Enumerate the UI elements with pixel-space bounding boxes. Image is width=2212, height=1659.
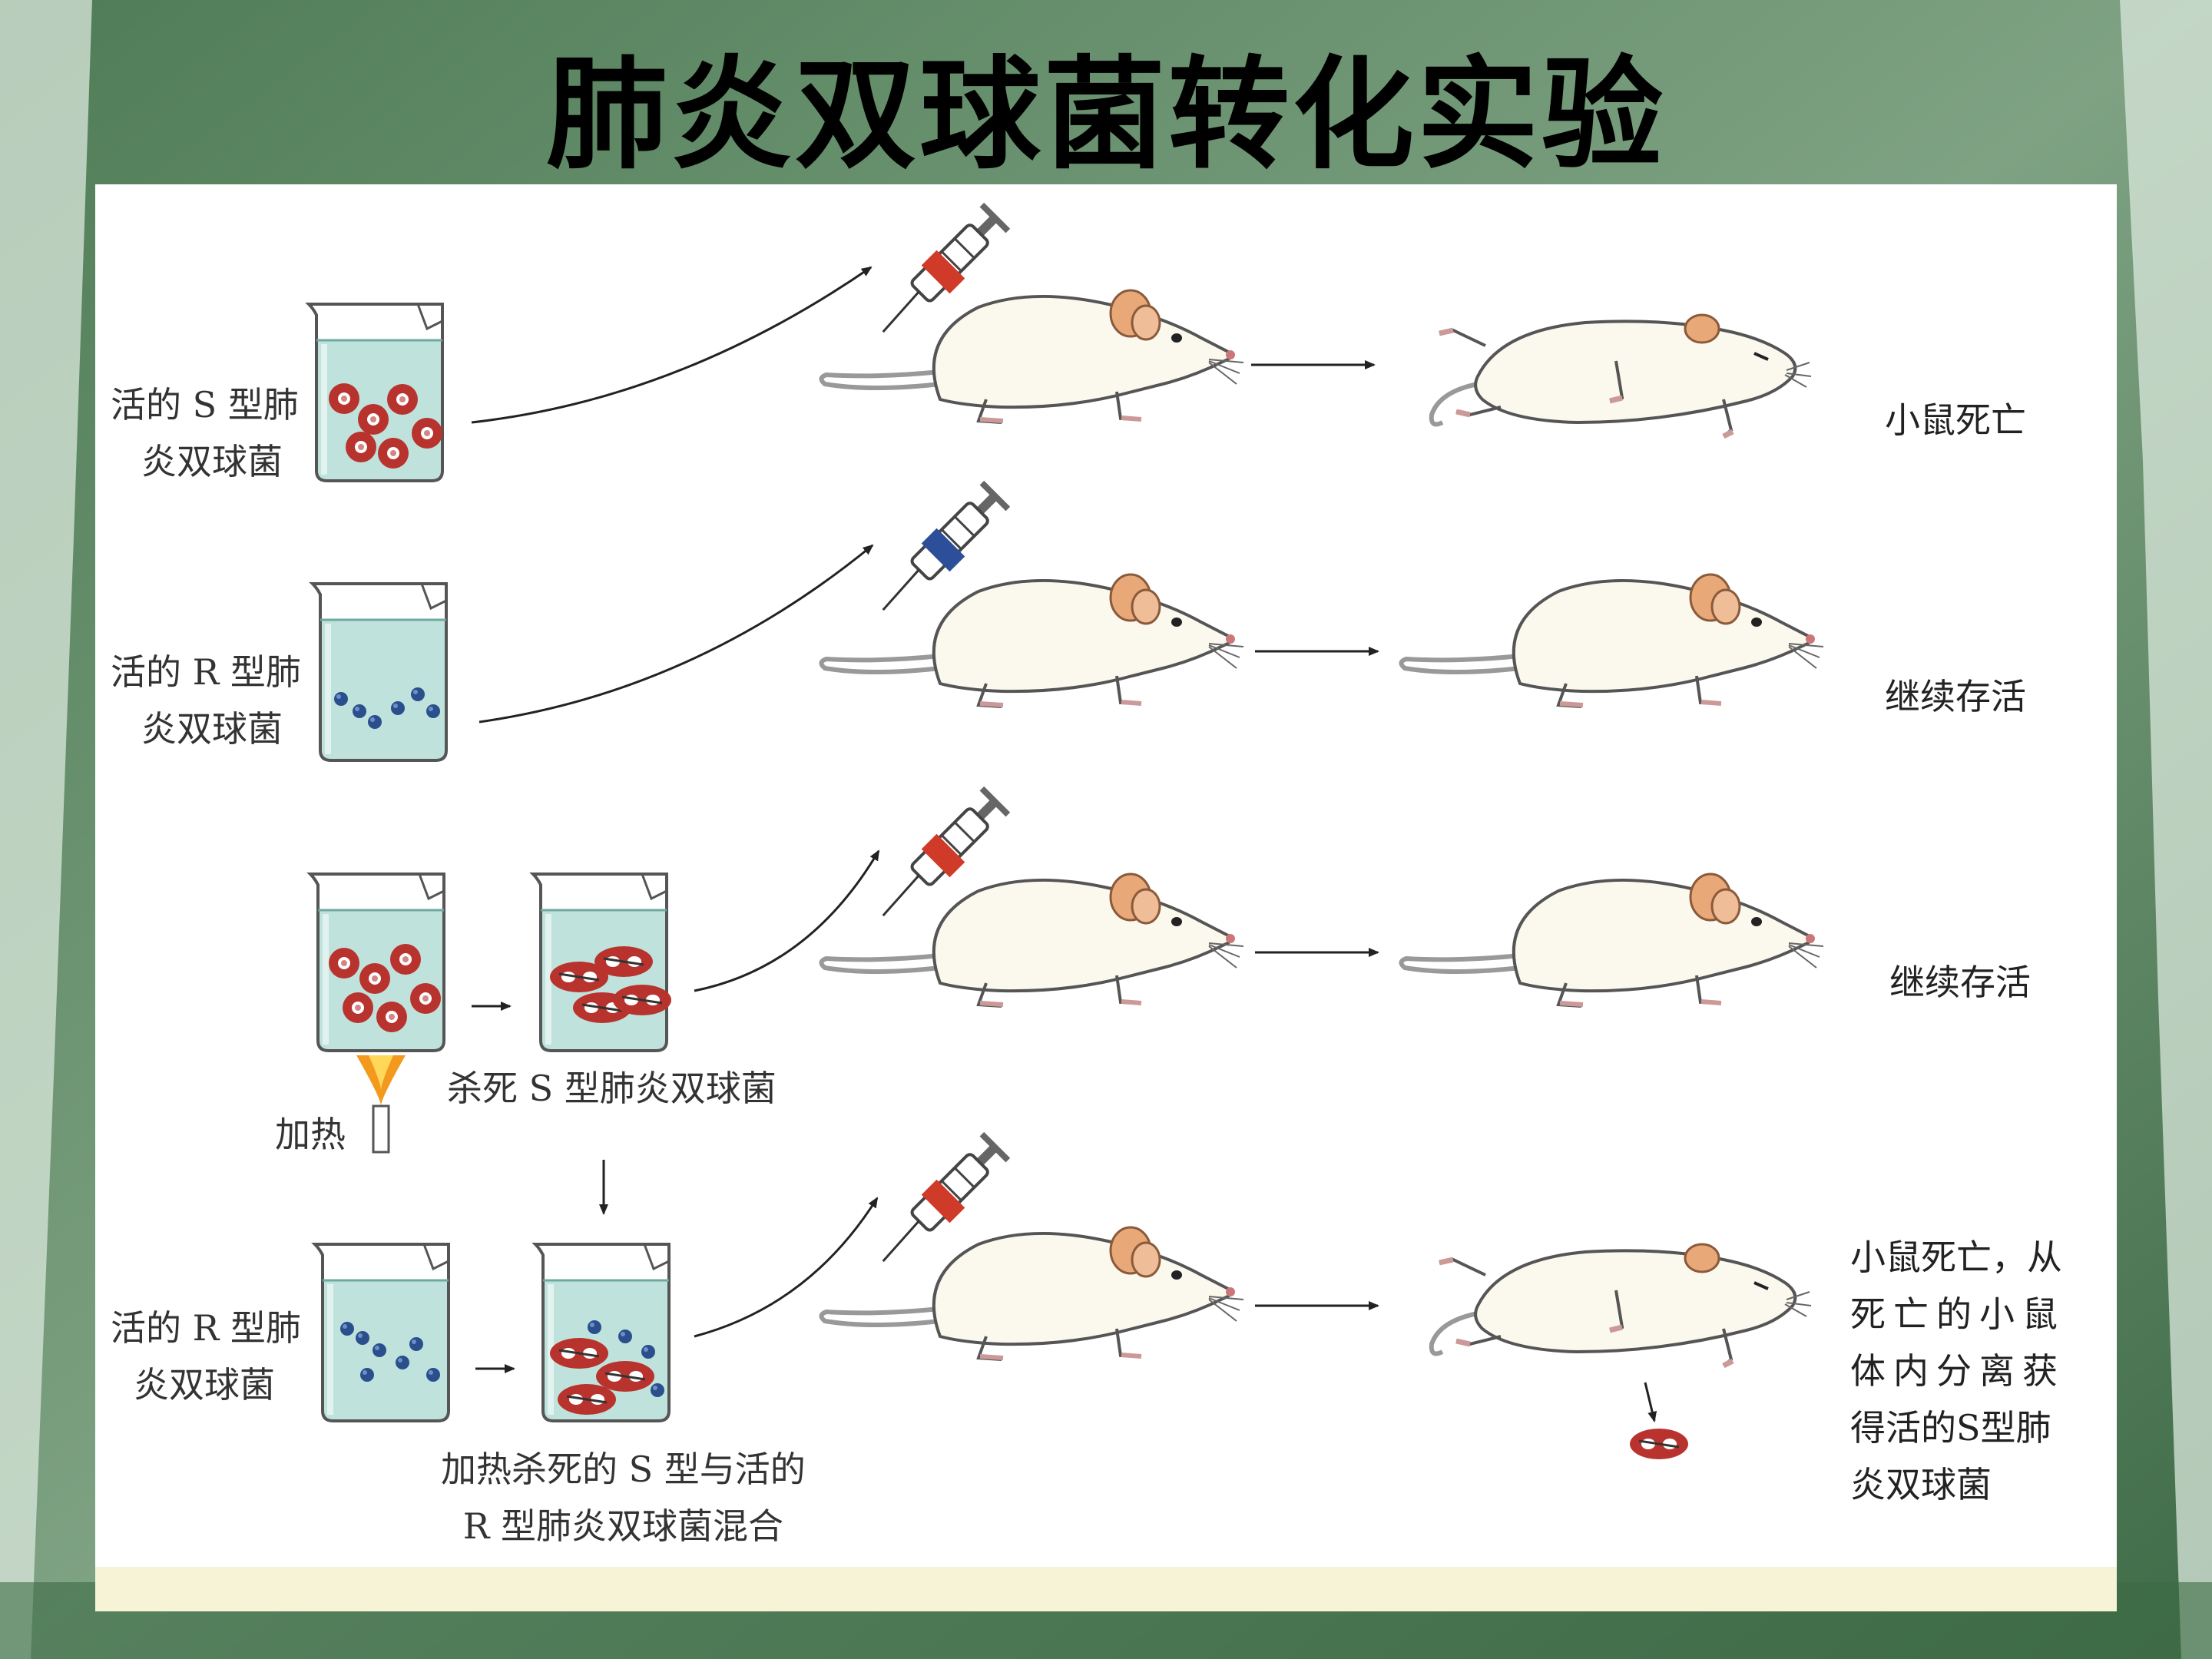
label-mixture: 加热杀死的 S 型与活的 R 型肺炎双球菌混合 (441, 1449, 806, 1547)
arrow-isolate (1644, 1382, 1657, 1422)
mouse-injected (821, 290, 1243, 422)
label-live-r-mix: 活的 R 型肺 炎双球菌 (111, 1307, 301, 1406)
mouse-injected (821, 1227, 1243, 1359)
dead-mouse (1432, 315, 1811, 436)
label-kill-s: 杀死 S 型肺炎双球菌 (447, 1068, 777, 1109)
mouse-alive (1401, 874, 1823, 1006)
result-row-3: 继续存活 (1889, 962, 2031, 1003)
row-1-live-s (307, 200, 1811, 482)
slide-title: 肺炎双球菌转化实验 (546, 45, 1666, 186)
row-2-live-r (311, 478, 1823, 762)
result-row-4: 小鼠死亡，从 死亡的小鼠 体内分离获 得活的S型肺 炎双球菌 (1850, 1237, 2065, 1505)
beaker-live-s (307, 303, 444, 482)
label-heat: 加热 (275, 1114, 346, 1155)
mouse-injected (821, 575, 1243, 707)
label-live-s: 活的 S 型肺 炎双球菌 (111, 384, 299, 482)
mouse-injected (821, 874, 1243, 1006)
arrow-to-syringe (471, 266, 873, 424)
arrow-to-syringe (694, 1197, 879, 1338)
beaker-live-r (313, 1243, 450, 1422)
arrow-to-syringe (478, 544, 874, 724)
mouse-alive (1401, 575, 1823, 707)
isolated-s-bacteria (1628, 1427, 1690, 1461)
row-4-mixed (313, 1130, 1811, 1461)
result-row-1: 小鼠死亡 (1885, 399, 2026, 441)
row-3-heat-killed-s (309, 784, 1823, 1154)
label-live-r: 活的 R 型肺 炎双球菌 (111, 651, 301, 750)
result-row-2: 继续存活 (1885, 676, 2026, 717)
beaker-live-r (311, 582, 448, 762)
dead-mouse (1432, 1244, 1811, 1366)
arrow-to-syringe (694, 849, 880, 992)
figure-bottom-strip (95, 1567, 2117, 1611)
experiment-diagram (307, 200, 2117, 1461)
experiment-figure: 活的 S 型肺 炎双球菌 活的 R 型肺 炎双球菌 加热 杀死 S 型肺炎双球菌… (95, 184, 2117, 1611)
heat-source (356, 1055, 406, 1154)
